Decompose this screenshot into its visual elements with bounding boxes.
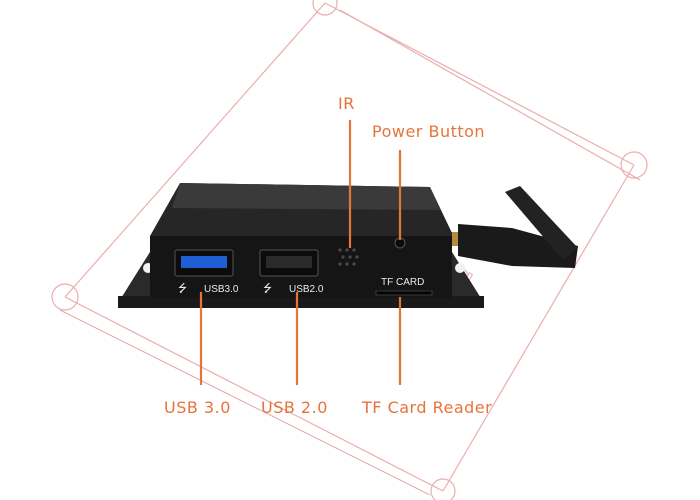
- usb2-label: USB 2.0: [261, 398, 328, 417]
- usb3-label: USB 3.0: [164, 398, 231, 417]
- tf-slot-label: TF CARD: [381, 277, 424, 288]
- tf-card-slot[interactable]: TF CARD: [375, 277, 433, 296]
- usb3-port[interactable]: USB3.0 ⭍: [174, 249, 239, 295]
- usb2-port[interactable]: USB2.0 ⭍: [259, 249, 324, 295]
- ir-label: IR: [338, 94, 355, 113]
- usb3-port-label: USB3.0: [204, 284, 239, 295]
- callout-lines: [199, 120, 402, 385]
- usb3-port-symbol: ⭍: [178, 282, 187, 295]
- power-button-label: Power Button: [372, 122, 486, 141]
- usb2-port-symbol: ⭍: [263, 282, 272, 295]
- ir-sensor: [338, 248, 359, 266]
- usb2-port-label: USB2.0: [289, 284, 324, 295]
- tf-card-reader-label: TF Card Reader: [362, 398, 493, 417]
